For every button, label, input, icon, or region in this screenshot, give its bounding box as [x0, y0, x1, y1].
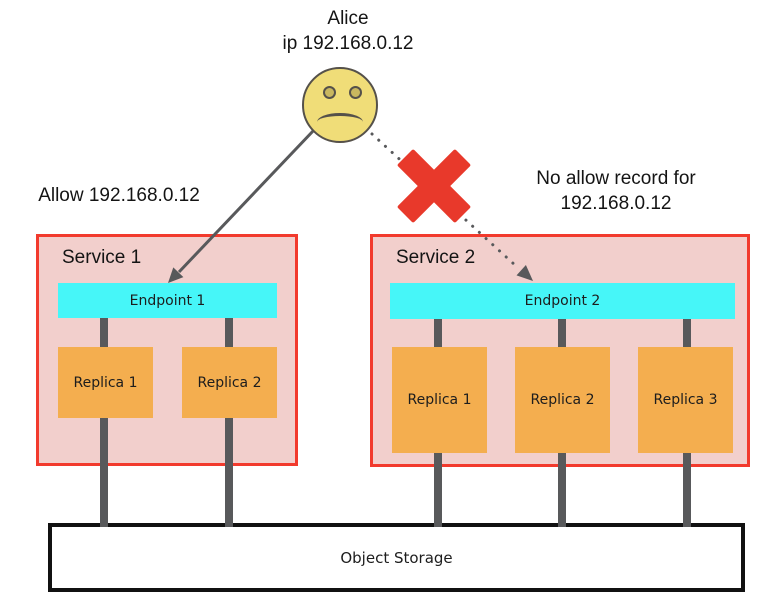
actor-label: Alice ip 192.168.0.12	[248, 6, 448, 56]
no-allow-annotation: No allow record for 192.168.0.12	[508, 166, 724, 216]
face-left-eye	[323, 86, 336, 99]
face-right-eye	[349, 86, 362, 99]
service-2-box: Service 2 Endpoint 2 Replica 1 Replica 2…	[370, 234, 750, 467]
service-2-title: Service 2	[396, 247, 476, 268]
service-1-replica-1: Replica 1	[58, 347, 153, 418]
blocked-x-icon	[397, 149, 471, 223]
no-allow-line1: No allow record for	[536, 168, 696, 189]
allow-annotation: Allow 192.168.0.12	[38, 185, 200, 206]
service-2-replica-2: Replica 2	[515, 347, 610, 453]
service-1-title: Service 1	[62, 247, 142, 268]
object-storage-box: Object Storage	[48, 523, 745, 592]
actor-name: Alice	[327, 8, 369, 29]
service-2-endpoint: Endpoint 2	[390, 283, 735, 319]
actor-ip: ip 192.168.0.12	[282, 33, 414, 54]
service-1-box: Service 1 Endpoint 1 Replica 1 Replica 2	[36, 234, 298, 466]
blocked-x-bar	[397, 149, 471, 223]
service-1-replica-2: Replica 2	[182, 347, 277, 418]
sad-face-icon	[302, 67, 378, 143]
no-allow-line2: 192.168.0.12	[560, 193, 672, 214]
blocked-x-bar	[397, 149, 471, 223]
face-frown-mouth	[317, 113, 363, 131]
object-storage-label: Object Storage	[340, 548, 453, 567]
service-2-replica-1: Replica 1	[392, 347, 487, 453]
service-1-endpoint: Endpoint 1	[58, 283, 277, 318]
service-2-replica-3: Replica 3	[638, 347, 733, 453]
